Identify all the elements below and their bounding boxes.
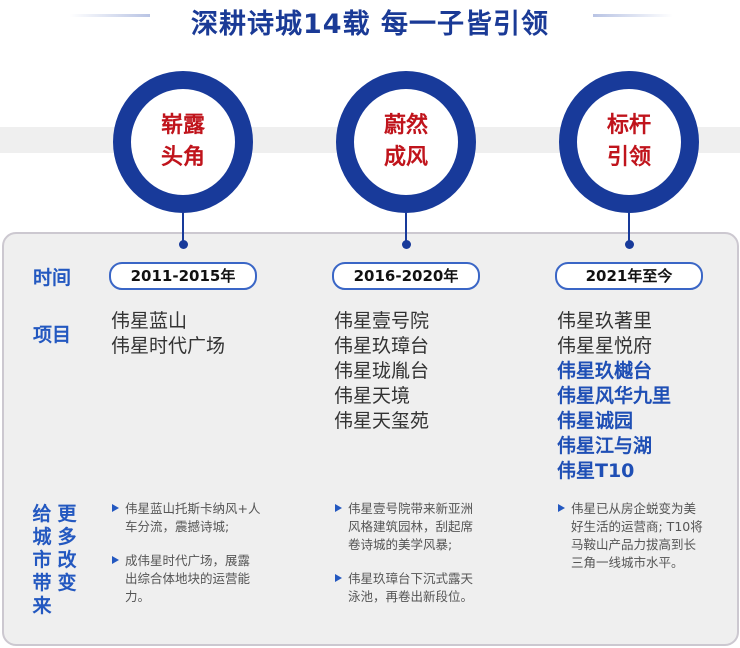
phase-title-line2: 成风 xyxy=(383,145,428,170)
time-label: 时间 xyxy=(33,267,72,289)
project-list: 伟星壹号院伟星玖璋台伟星珑胤台伟星天境伟星天玺苑 xyxy=(334,309,429,434)
project-item: 伟星天境 xyxy=(334,385,411,407)
impact-item: 伟星玖璋台下沉式露天泳池，再卷出新段位。 xyxy=(334,570,484,606)
timeline-stem xyxy=(628,213,630,245)
timeline-stem xyxy=(182,213,184,245)
time-pill: 2016-2020年 xyxy=(332,262,480,290)
impact-list: 伟星壹号院带来新亚洲风格建筑园林，刮起席卷诗城的美学风暴; 伟星玖璋台下沉式露天泳… xyxy=(334,500,484,622)
timeline-dot xyxy=(179,240,188,249)
project-list: 伟星玖著里伟星星悦府伟星玖樾台伟星风华九里伟星诚园伟星江与湖伟星T10 xyxy=(557,309,671,484)
project-item: 伟星玖著里 xyxy=(557,310,653,332)
phase-title-line1: 崭露 xyxy=(160,113,205,138)
project-item: 伟星江与湖 xyxy=(557,435,653,457)
phase-title-line1: 标杆 xyxy=(606,113,651,138)
project-item: 伟星T10 xyxy=(557,460,635,482)
project-item: 伟星壹号院 xyxy=(334,310,430,332)
project-item: 伟星时代广场 xyxy=(111,335,226,357)
time-pill: 2021年至今 xyxy=(555,262,703,290)
phase-circle: 蔚然成风 xyxy=(336,71,476,213)
time-pill: 2011-2015年 xyxy=(109,262,257,290)
phase-circle: 崭露头角 xyxy=(113,71,253,213)
impact-label-col2: 更多改变 xyxy=(57,503,77,594)
impact-item: 伟星已从房企蜕变为美好生活的运营商; T10将马鞍山产品力拔高到长三角一线城市水… xyxy=(557,500,707,572)
project-item: 伟星玖樾台 xyxy=(557,360,653,382)
projects-label: 项目 xyxy=(33,324,72,346)
project-item: 伟星玖璋台 xyxy=(334,335,430,357)
phase-title-line2: 头角 xyxy=(160,145,205,170)
project-item: 伟星星悦府 xyxy=(557,335,653,357)
phase-title-line2: 引领 xyxy=(606,145,651,170)
project-item: 伟星风华九里 xyxy=(557,385,672,407)
timeline-stem xyxy=(405,213,407,245)
impact-list: 伟星已从房企蜕变为美好生活的运营商; T10将马鞍山产品力拔高到长三角一线城市水… xyxy=(557,500,707,588)
info-panel xyxy=(2,232,739,646)
phase-title-line1: 蔚然 xyxy=(383,113,428,138)
project-item: 伟星诚园 xyxy=(557,410,634,432)
project-item: 伟星天玺苑 xyxy=(334,410,430,432)
timeline-dot xyxy=(625,240,634,249)
title-decor-left xyxy=(70,14,150,17)
page-title: 深耕诗城14载 每一子皆引领 xyxy=(191,9,549,40)
impact-item: 成伟星时代广场，展露出综合体地块的运营能力。 xyxy=(111,552,261,606)
impact-item: 伟星壹号院带来新亚洲风格建筑园林，刮起席卷诗城的美学风暴; xyxy=(334,500,484,554)
project-list: 伟星蓝山伟星时代广场 xyxy=(111,309,225,359)
impact-item: 伟星蓝山托斯卡纳风+人车分流，震撼诗城; xyxy=(111,500,261,536)
phase-circle: 标杆引领 xyxy=(559,71,699,213)
impact-list: 伟星蓝山托斯卡纳风+人车分流，震撼诗城; 成伟星时代广场，展露出综合体地块的运营能… xyxy=(111,500,261,622)
timeline-dot xyxy=(402,240,411,249)
impact-label-col1: 给城市带来 xyxy=(32,503,52,617)
project-item: 伟星蓝山 xyxy=(111,310,188,332)
title-decor-right xyxy=(593,14,673,17)
project-item: 伟星珑胤台 xyxy=(334,360,430,382)
